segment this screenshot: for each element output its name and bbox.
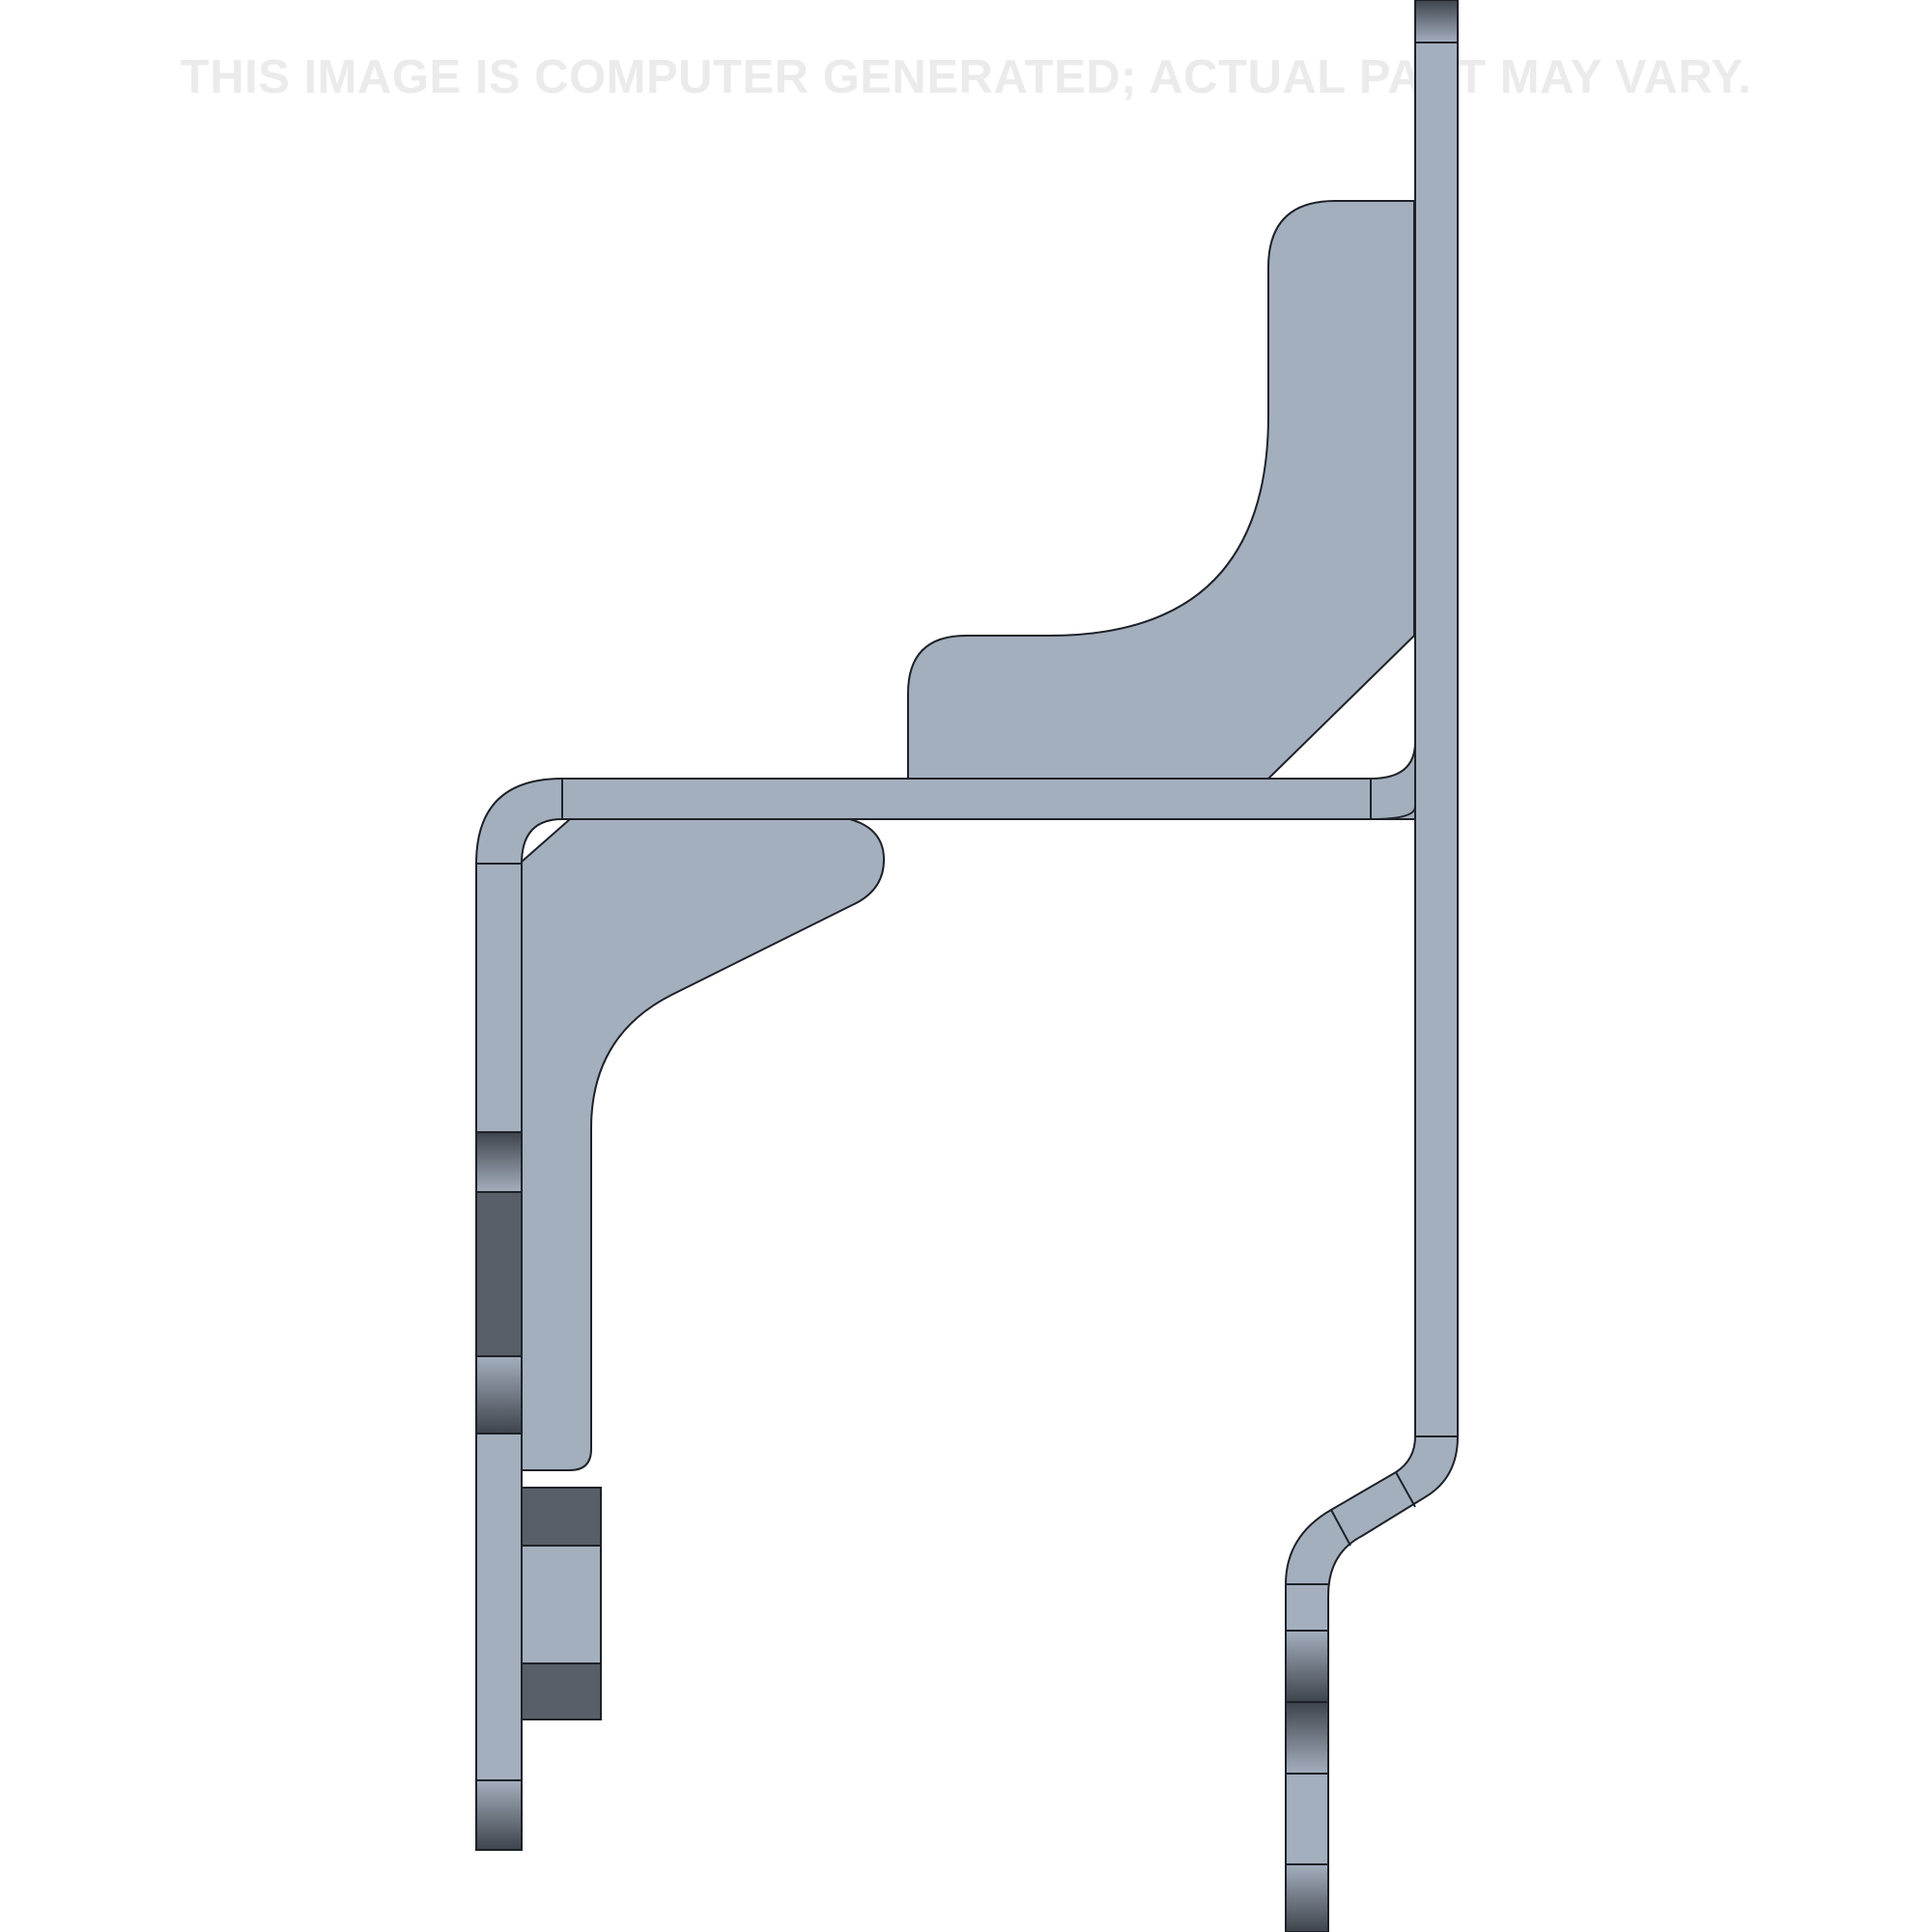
nut-top-face (521, 1487, 602, 1547)
left-leg-bottom-taper (475, 1779, 523, 1851)
shelf-and-left-leg (475, 741, 1416, 1851)
upper-gusset-plate (907, 200, 1415, 780)
strap-hole-lower-taper (1285, 1701, 1329, 1775)
left-leg-hole (475, 1191, 523, 1357)
strap-hole-upper-taper (1285, 1630, 1329, 1703)
strap-bottom-taper (1285, 1863, 1329, 1932)
nut-bottom-face (521, 1662, 602, 1720)
seam-strap-bend-low (1330, 1509, 1351, 1547)
disclaimer-watermark: THIS IMAGE IS COMPUTER GENERATED; ACTUAL… (180, 51, 1752, 103)
lower-gusset-plate (519, 818, 885, 1471)
seam-strap-bend-mid (1395, 1471, 1416, 1508)
left-leg-hole-lower-taper (475, 1355, 523, 1435)
strap-top-taper (1414, 0, 1459, 43)
left-leg-hole-upper-taper (475, 1131, 523, 1193)
